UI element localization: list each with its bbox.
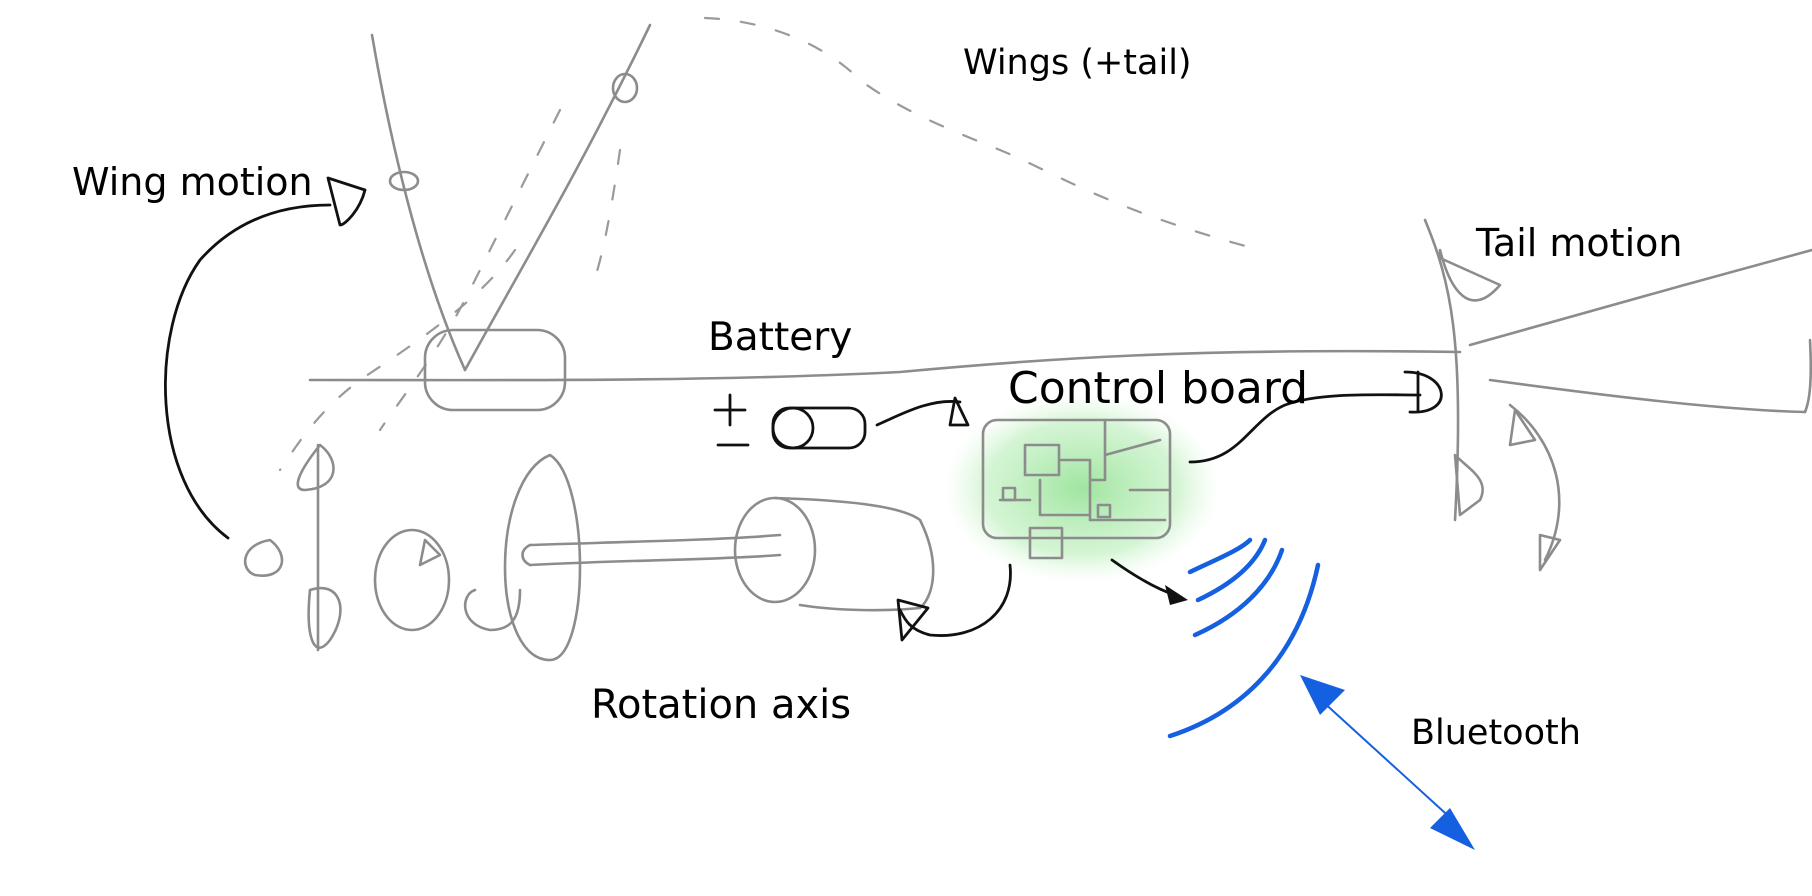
- label-battery: Battery: [708, 315, 853, 360]
- label-bluetooth: Bluetooth: [1411, 713, 1581, 753]
- ink-arrows: [164, 176, 1443, 642]
- label-wing-motion: Wing motion: [72, 160, 313, 204]
- label-control-board: Control board: [1008, 363, 1309, 414]
- battery-shape: [713, 393, 867, 450]
- label-rotation-axis: Rotation axis: [591, 682, 852, 728]
- bluetooth-waves: [1167, 537, 1321, 739]
- label-tail-motion: Tail motion: [1476, 221, 1683, 265]
- control-board-shape: [944, 393, 1220, 583]
- wing-outline-dashed: [278, 16, 1262, 472]
- label-wings: Wings (+tail): [963, 43, 1192, 83]
- rotation-axis-shape: [521, 496, 935, 612]
- wings-v-shape: [370, 23, 652, 372]
- bluetooth-arrow: [1300, 675, 1475, 850]
- wing-motion-grey: [243, 443, 582, 662]
- tail-motion-arrows: [1438, 248, 1562, 572]
